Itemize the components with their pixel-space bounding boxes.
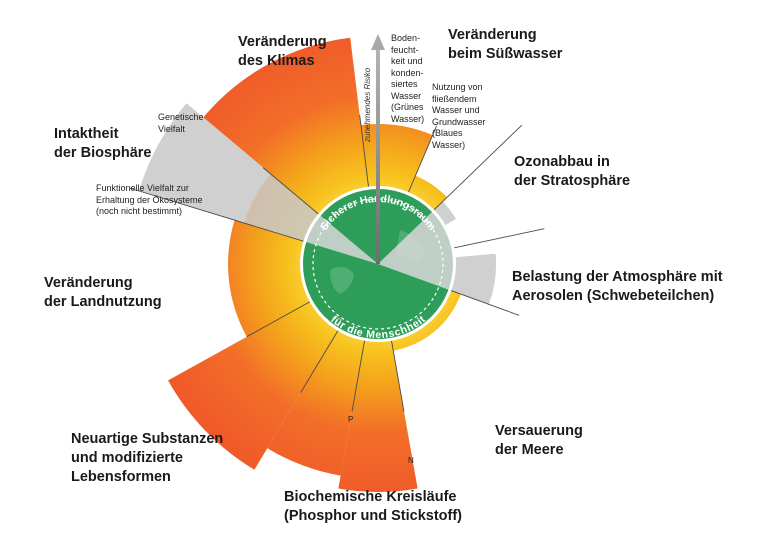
risk-arrow-head xyxy=(371,34,385,50)
label-biogeochemical-flows: Biochemische Kreisläufe(Phosphor und Sti… xyxy=(284,489,463,524)
risk-arrow: zunehmendes Risiko xyxy=(363,34,385,264)
safe-space-grey-right xyxy=(378,211,454,290)
globe-continent-2 xyxy=(330,266,354,294)
sublabel-phosphorus: P xyxy=(348,415,354,424)
safe-space-grey-left xyxy=(305,215,378,264)
risk-arrow-label: zunehmendes Risiko xyxy=(363,67,372,143)
risk-arrow-shaft xyxy=(376,48,380,264)
sublabel-nitrogen: N xyxy=(408,456,414,465)
safe-space-dashed-ring xyxy=(312,198,444,330)
wedge-nitrogen xyxy=(338,264,418,492)
